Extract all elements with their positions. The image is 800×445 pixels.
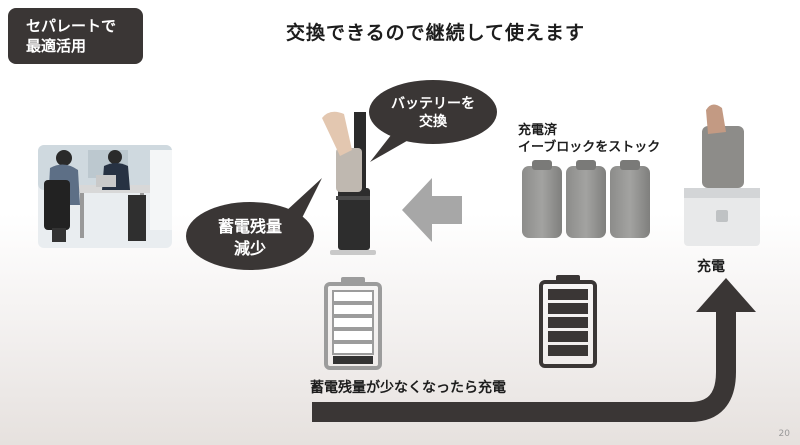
bubble-charge-low-line-2: 減少: [233, 239, 266, 258]
badge-line-2: 最適活用: [26, 37, 87, 55]
battery-unit-1: [522, 160, 562, 238]
slide-title: 交換できるので継続して使えます: [286, 22, 586, 44]
bubble-battery-swap-text: バッテリーを 交換: [383, 95, 483, 131]
battery-full-icon: [539, 275, 597, 368]
stock-label-line-2: イーブロックをストック: [518, 140, 661, 155]
stock-label-line-1: 充電済: [518, 123, 558, 138]
battery-unit-3: [610, 160, 650, 238]
charge-label: 充電: [697, 259, 725, 275]
recharge-note: 蓄電残量が少なくなったら充電: [310, 380, 506, 396]
badge-line-1: セパレートで: [26, 17, 117, 35]
charger-station: [684, 104, 760, 246]
bubble-battery-swap-line-1: バッテリーを: [391, 96, 475, 112]
swap-arrow: [402, 178, 462, 242]
battery-stand: [322, 111, 376, 255]
battery-unit-2: [566, 160, 606, 238]
stocked-batteries: [522, 160, 650, 238]
page-number: 20: [778, 429, 790, 439]
stock-label: 充電済 イーブロックをストック: [518, 122, 660, 156]
speech-bubble-battery-swap: [369, 80, 497, 162]
bubble-charge-low-text: 蓄電残量 減少: [205, 216, 295, 260]
recharge-flow-arrow: [312, 278, 756, 422]
speech-bubble-charge-low: [186, 178, 322, 270]
bubble-battery-swap-line-2: 交換: [419, 114, 447, 130]
office-photo: [38, 145, 172, 248]
section-badge: セパレートで 最適活用: [8, 8, 143, 64]
battery-low-icon: [324, 277, 382, 370]
bubble-charge-low-line-1: 蓄電残量: [217, 217, 282, 236]
